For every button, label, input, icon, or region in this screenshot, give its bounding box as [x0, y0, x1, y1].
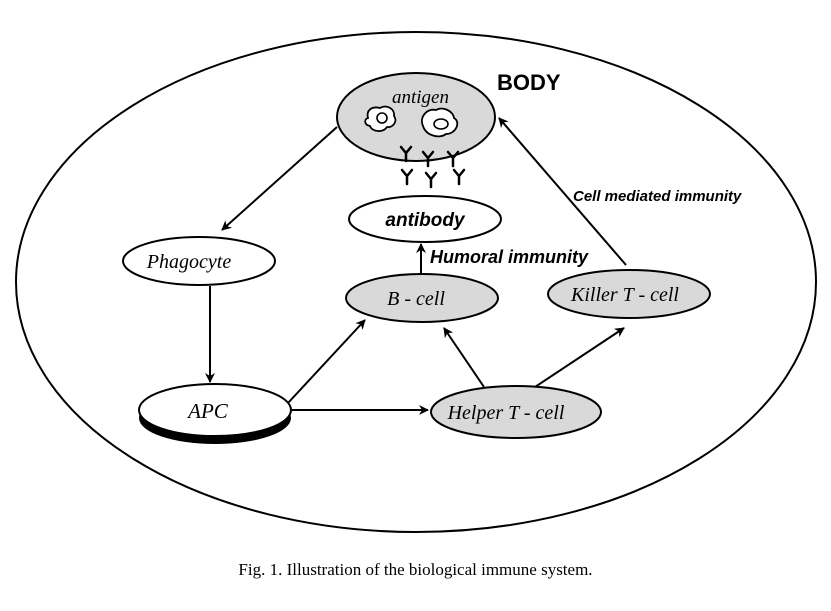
- edge-killer-to-antigen: [498, 117, 627, 266]
- edge-apc-to-bcell: [287, 319, 366, 404]
- helper-tcell-label: Helper T - cell: [447, 402, 565, 424]
- antigen-cell-icon: [421, 107, 459, 138]
- antibody-molecule-icon: [399, 145, 413, 163]
- antibody-molecules: [399, 145, 466, 189]
- figure-caption: Fig. 1. Illustration of the biological i…: [238, 560, 593, 579]
- apc-label: APC: [186, 399, 229, 423]
- body-boundary: [15, 31, 817, 533]
- antibody-molecule-icon: [400, 168, 414, 186]
- edge-antigen-to-phagocyte: [221, 126, 338, 231]
- phagocyte-label: Phagocyte: [146, 251, 232, 273]
- bcell-node: B - cell: [345, 273, 499, 323]
- antibody-molecule-icon: [421, 150, 435, 168]
- body-label: BODY: [497, 70, 561, 95]
- humoral-immunity-label: Humoral immunity: [430, 247, 589, 267]
- antibody-molecule-icon: [446, 150, 460, 168]
- antigen-label: antigen: [392, 87, 449, 108]
- apc-node: APC: [138, 383, 292, 444]
- helper-tcell-node: Helper T - cell: [430, 385, 602, 439]
- antibody-node: antibody: [348, 195, 502, 243]
- antigen-cell-icon: [364, 105, 397, 132]
- phagocyte-node: Phagocyte: [122, 236, 276, 286]
- antibody-molecule-icon: [452, 168, 466, 186]
- antibody-molecule-icon: [424, 171, 438, 189]
- edge-helper-to-killer-tcell: [534, 327, 625, 388]
- killer-tcell-node: Killer T - cell: [547, 269, 711, 319]
- antibody-label: antibody: [385, 210, 466, 231]
- cell-mediated-immunity-label: Cell mediated immunity: [573, 188, 742, 205]
- killer-tcell-label: Killer T - cell: [570, 284, 679, 306]
- antigen-node: antigen: [336, 72, 496, 162]
- edge-helper-to-bcell: [443, 327, 485, 388]
- bcell-label: B - cell: [387, 288, 445, 310]
